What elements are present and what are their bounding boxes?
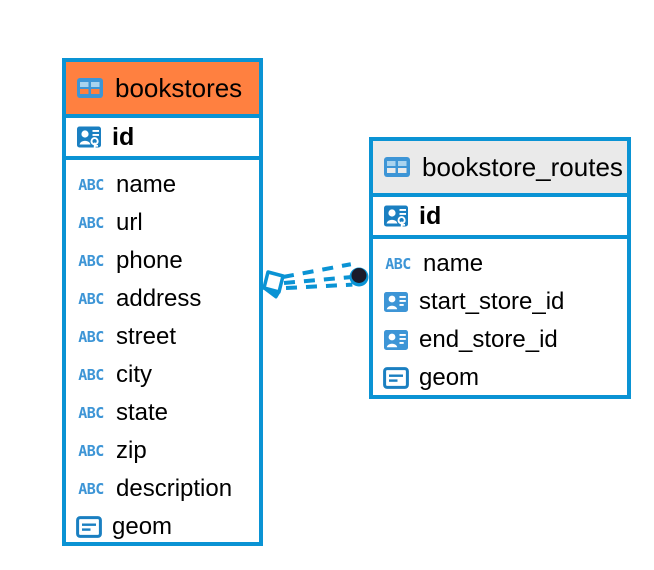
primary-key-label: id [112, 122, 135, 151]
field-label: description [116, 475, 233, 502]
primary-key-icon [383, 204, 409, 228]
field-label: zip [116, 437, 147, 464]
field-row[interactable]: ABC zip [66, 432, 259, 470]
field-label: url [116, 209, 143, 236]
relationship-line-lower [285, 282, 353, 290]
field-row[interactable]: ABC address [66, 280, 259, 318]
primary-key-row[interactable]: id [373, 193, 627, 239]
field-row[interactable]: geom [373, 359, 627, 397]
field-label: geom [419, 364, 480, 391]
table-icon [383, 155, 411, 179]
text-type-icon: ABC [78, 213, 104, 232]
field-row[interactable]: ABC state [66, 394, 259, 432]
diamond-marker [262, 270, 285, 299]
text-type-icon: ABC [78, 365, 104, 384]
field-label: end_store_id [419, 326, 558, 353]
foreign-key-icon [383, 329, 409, 351]
text-type-icon: ABC [78, 327, 104, 346]
text-type-icon: ABC [78, 479, 104, 498]
field-label: phone [116, 247, 183, 274]
entity-header-bookstore-routes[interactable]: bookstore_routes [373, 141, 627, 193]
text-type-icon: ABC [78, 251, 104, 270]
field-row[interactable]: start_store_id [373, 283, 627, 321]
primary-key-icon [76, 125, 102, 149]
field-row[interactable]: ABC name [66, 166, 259, 204]
primary-key-row[interactable]: id [66, 114, 259, 160]
relationship-line-upper [282, 262, 352, 279]
entity-header-bookstores[interactable]: bookstores [66, 62, 259, 114]
field-row[interactable]: geom [66, 508, 259, 546]
relationship-line-middle [283, 275, 353, 285]
geometry-type-icon [383, 367, 409, 389]
text-type-icon: ABC [78, 441, 104, 460]
field-row[interactable]: ABC name [373, 245, 627, 283]
entity-title: bookstores [115, 72, 243, 103]
field-label: address [116, 285, 202, 312]
field-row[interactable]: end_store_id [373, 321, 627, 359]
primary-key-label: id [419, 201, 442, 230]
text-type-icon: ABC [78, 289, 104, 308]
field-label: name [423, 250, 484, 277]
table-icon [76, 76, 104, 100]
field-row[interactable]: ABC url [66, 204, 259, 242]
geometry-type-icon [76, 516, 102, 538]
text-type-icon: ABC [78, 403, 104, 422]
text-type-icon: ABC [78, 175, 104, 194]
field-row[interactable]: ABC city [66, 356, 259, 394]
field-label: start_store_id [419, 288, 565, 315]
field-row[interactable]: ABC street [66, 318, 259, 356]
text-type-icon: ABC [385, 254, 411, 273]
field-label: geom [112, 513, 173, 540]
entity-title: bookstore_routes [422, 151, 623, 182]
field-label: name [116, 171, 177, 198]
foreign-key-icon [383, 291, 409, 313]
field-label: city [116, 361, 152, 388]
field-label: street [116, 323, 177, 350]
filled-circle-marker [349, 267, 369, 287]
field-row[interactable]: ABC description [66, 470, 259, 508]
entity-bookstore-routes[interactable]: bookstore_routes id ABC name start_store_i… [369, 137, 631, 399]
field-row[interactable]: ABC phone [66, 242, 259, 280]
field-label: state [116, 399, 169, 426]
